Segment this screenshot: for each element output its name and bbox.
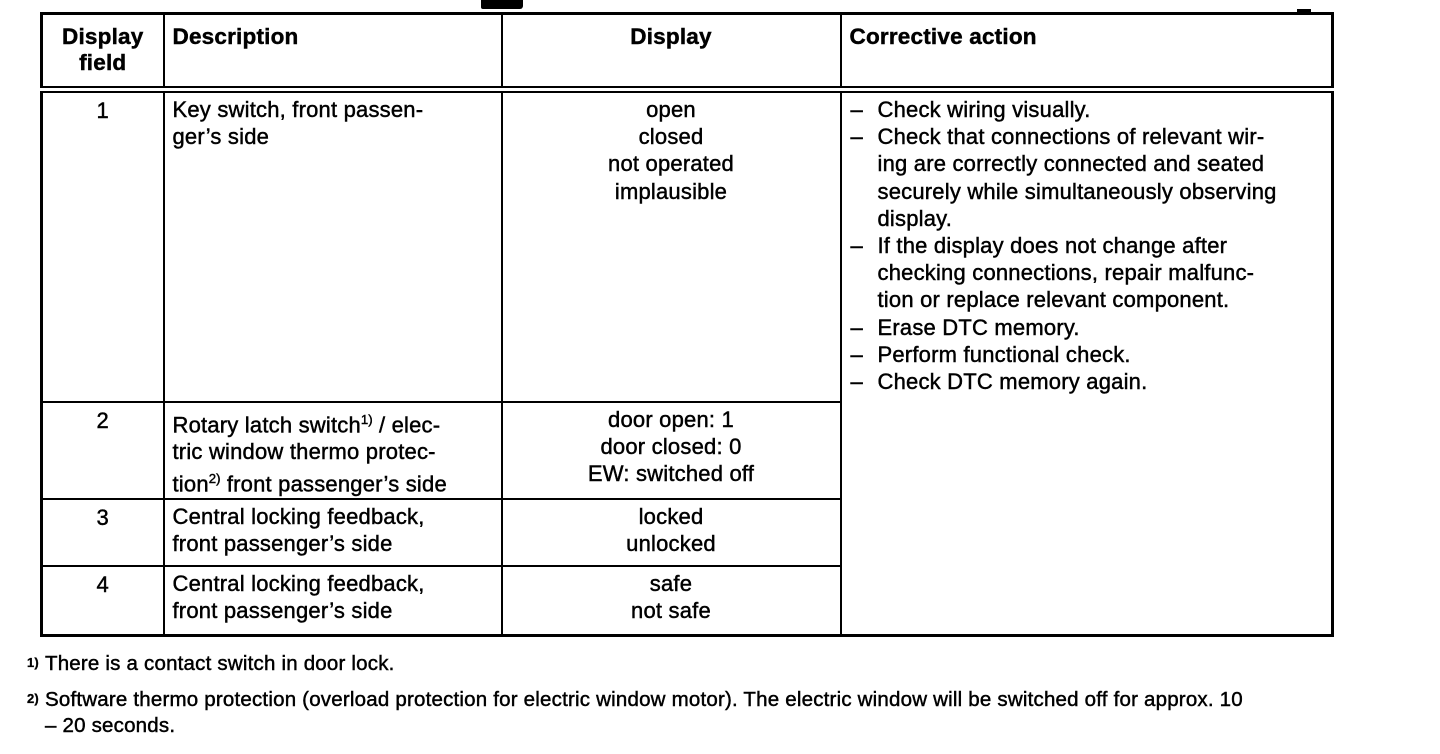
display-values-cell: locked unlocked: [500, 497, 842, 567]
corrective-action-list: –Check wiring visually.–Check that conne…: [850, 96, 1328, 395]
display-values-cell: safe not safe: [500, 564, 842, 637]
description-cell: Key switch, front passen- ger’s side: [162, 88, 503, 403]
corrective-action-item: –Perform functional check.: [850, 341, 1328, 368]
display-values-cell: door open: 1 door closed: 0 EW: switched…: [500, 400, 842, 500]
corrective-action-item: –Check DTC memory again.: [850, 368, 1328, 395]
display-field-number: 3: [40, 497, 165, 567]
corrective-action-item: –Erase DTC memory.: [850, 314, 1328, 341]
footnote-1: 1) There is a contact switch in door loc…: [27, 651, 1243, 677]
corrective-action-text: Perform functional check.: [877, 341, 1131, 367]
table-row: 4 Central locking feedback, front passen…: [40, 564, 1333, 637]
display-values-cell: open closed not operated implausible: [500, 88, 842, 403]
footnote-2: 2) Software thermo protection (overload …: [27, 687, 1243, 739]
header-description: Description: [162, 12, 503, 93]
diagnostic-display-table: Display field Description Display Correc…: [40, 12, 1334, 638]
display-field-number: 1: [40, 88, 165, 403]
corrective-action-text: Check that connections of relevant wir- …: [877, 124, 1277, 231]
table-header-row: Display field Description Display Correc…: [40, 12, 1334, 93]
corrective-action-text: Erase DTC memory.: [877, 314, 1080, 340]
corrective-action-text: Check wiring visually.: [877, 97, 1091, 122]
description-cell: Rotary latch switch1) / elec- tric windo…: [162, 400, 503, 500]
footnote-marker: 2): [27, 691, 39, 706]
corrective-action-text: Check DTC memory again.: [877, 369, 1148, 395]
header-display: Display: [500, 12, 842, 93]
scan-artifact: [481, 0, 523, 9]
corrective-action-item: –Check wiring visually.: [850, 96, 1328, 123]
footnote-marker: 1): [27, 655, 39, 670]
corrective-action-item: –If the display does not change after ch…: [850, 232, 1328, 314]
bullet-dash: –: [850, 369, 863, 395]
corrective-action-item: –Check that connections of relevant wir-…: [850, 123, 1328, 232]
corrective-action-text: If the display does not change after che…: [877, 233, 1255, 313]
header-corrective-action: Corrective action: [839, 12, 1334, 93]
display-field-number: 2: [40, 400, 165, 500]
description-cell: Central locking feedback, front passenge…: [162, 497, 503, 567]
header-display-field: Display field: [40, 12, 165, 93]
bullet-dash: –: [850, 97, 863, 122]
footnote-text: There is a contact switch in door lock.: [44, 652, 395, 675]
bullet-dash: –: [850, 341, 863, 367]
table-row: 3 Central locking feedback, front passen…: [40, 497, 1333, 567]
bullet-dash: –: [850, 314, 863, 340]
bullet-dash: –: [850, 124, 863, 150]
corrective-action-cell: –Check wiring visually.–Check that conne…: [839, 88, 1334, 637]
scan-artifact: [1297, 9, 1311, 13]
table-row: 1 Key switch, front passen- ger’s side o…: [40, 88, 1334, 637]
display-field-number: 4: [40, 564, 165, 637]
footnote-text: Software thermo protection (overload pro…: [44, 688, 1243, 737]
description-cell: Central locking feedback, front passenge…: [162, 564, 503, 637]
bullet-dash: –: [850, 233, 863, 259]
table-row: 2 Rotary latch switch1) / elec- tric win…: [40, 400, 1333, 500]
footnotes: 1) There is a contact switch in door loc…: [27, 651, 1243, 749]
